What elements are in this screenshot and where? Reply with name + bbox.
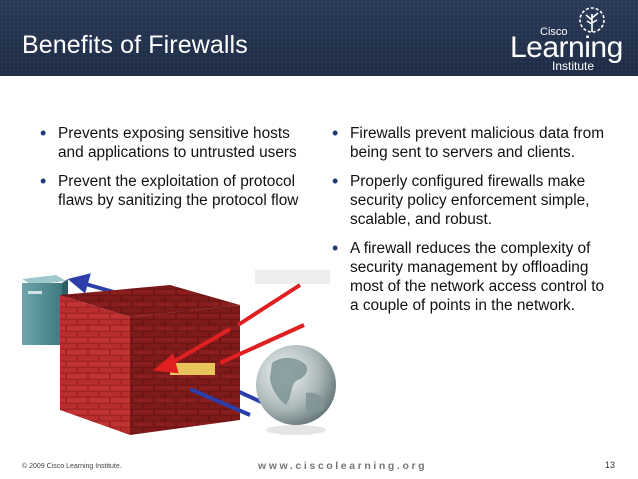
- firewall-illustration: [22, 270, 336, 435]
- footer-url: www.ciscolearning.org: [258, 460, 428, 472]
- tree-icon: [579, 7, 605, 33]
- logo-cisco-text: Cisco: [540, 26, 568, 38]
- slide-title: Benefits of Firewalls: [22, 31, 248, 59]
- globe-icon: [256, 345, 336, 435]
- cisco-learning-logo: Cisco Learning Institute: [510, 6, 634, 73]
- slide-header: Benefits of Firewalls Cisco Learning Ins…: [0, 0, 638, 76]
- bullet-item: Prevent the exploitation of protocol fla…: [40, 172, 310, 210]
- logo-institute-text: Institute: [552, 59, 595, 73]
- left-bullet-list: Prevents exposing sensitive hosts and ap…: [40, 124, 310, 220]
- right-bullet-list: Firewalls prevent malicious data from be…: [332, 124, 612, 325]
- page-number: 13: [605, 460, 616, 470]
- bullet-item: A firewall reduces the complexity of sec…: [332, 239, 612, 315]
- footer-copyright: © 2009 Cisco Learning Institute.: [22, 463, 122, 470]
- blue-arrow-front: [189, 387, 251, 417]
- bullet-item: Properly configured firewalls make secur…: [332, 172, 612, 229]
- bullet-item: Firewalls prevent malicious data from be…: [332, 124, 612, 162]
- logo-learning-text: Learning: [510, 31, 623, 64]
- bullet-item: Prevents exposing sensitive hosts and ap…: [40, 124, 310, 162]
- red-arrows: [153, 283, 305, 374]
- background-panel: [255, 270, 330, 284]
- brick-wall-icon: [60, 285, 240, 435]
